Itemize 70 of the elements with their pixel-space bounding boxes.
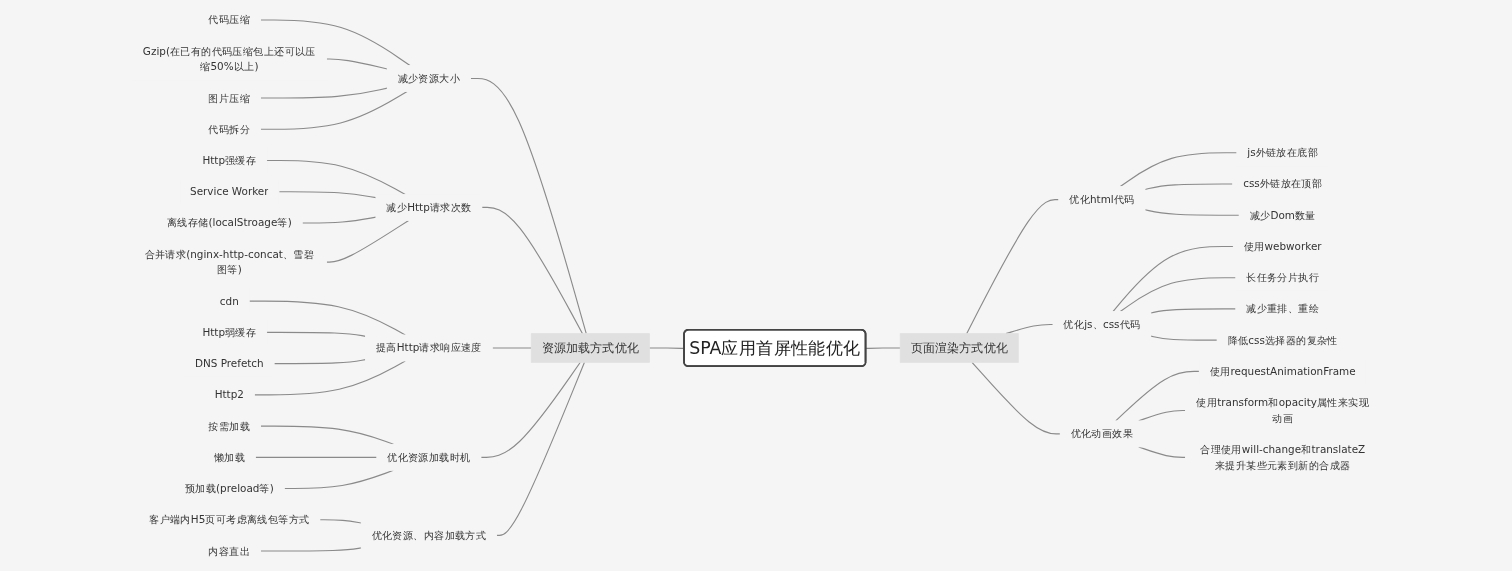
connector (325, 219, 410, 263)
node-text: 合理使用will-change和translateZ来提升某些元素到新的合成器 (1200, 443, 1366, 472)
node-text: 优化动画效果 (1070, 427, 1134, 440)
node-text: Http弱缓存 (202, 326, 257, 339)
connector (260, 547, 362, 552)
node-text: DNS Prefetch (194, 357, 264, 370)
node-text: css外链放在顶部 (1243, 177, 1323, 191)
node-box: 页面渲染方式优化 (899, 333, 1019, 363)
node-text: Http强缓存 (202, 154, 257, 167)
node-text: 优化资源加载时机 (387, 451, 471, 464)
node-text: 使用transform和opacity属性来实现动画 (1196, 396, 1369, 425)
node-text: 内容直出 (208, 544, 251, 558)
node-text: 减少Http请求次数 (386, 201, 472, 214)
node-text: 客户端内H5页可考虑离线包等方式 (149, 513, 310, 526)
node-box: 资源加载方式优化 (530, 333, 650, 363)
node-text: cdn (219, 295, 239, 308)
connector (301, 216, 377, 224)
node-text: Gzip(在已有的代码压缩包上还可以压缩50%以上) (142, 45, 316, 73)
node-text: 按需加载 (208, 420, 251, 433)
node-text: Http2 (214, 388, 244, 401)
node-text: 懒加载 (213, 451, 245, 464)
connector (491, 347, 532, 349)
connector (1115, 370, 1200, 422)
node-text: 使用webworker (1243, 240, 1322, 253)
connector (319, 519, 362, 524)
connector (865, 347, 901, 349)
connector (971, 361, 1061, 435)
connector (266, 159, 406, 195)
connector (273, 359, 367, 365)
connector (260, 19, 411, 67)
connector (1138, 446, 1187, 458)
node-text: 使用requestAnimationFrame (1209, 365, 1356, 378)
node-text: 合并请求(nginx-http-concat、雪碧图等) (144, 248, 315, 276)
connector (253, 360, 406, 396)
connector (325, 58, 388, 70)
node-text: 长任务分片执行 (1246, 271, 1320, 284)
connector (266, 331, 367, 337)
node-text: Service Worker (190, 185, 269, 198)
node-text: 减少资源大小 (397, 72, 461, 85)
connector (260, 91, 408, 130)
connector (254, 456, 378, 458)
connector (1150, 308, 1237, 314)
connector (260, 425, 395, 445)
connector (1119, 277, 1237, 313)
connector (1119, 152, 1238, 188)
connector (481, 206, 584, 335)
node-text: 离线存储(localStroage等) (166, 216, 292, 230)
node-text: 减少Dom数量 (1249, 209, 1316, 222)
node-text: 优化js、css代码 (1063, 318, 1141, 331)
node-text: 降低css选择器的复杂性 (1227, 334, 1338, 347)
connector (470, 77, 587, 335)
connector (1144, 209, 1240, 216)
connector (966, 199, 1060, 335)
node-text: 提高Http请求响应速度 (375, 341, 482, 355)
node-text: 图片压缩 (208, 91, 251, 105)
node-text: js外链放在底部 (1247, 146, 1319, 159)
connector (496, 361, 586, 536)
connector (1144, 183, 1234, 190)
connector (480, 361, 581, 458)
node-text: 优化html代码 (1069, 193, 1135, 206)
connector (248, 300, 406, 336)
connector (1150, 335, 1218, 341)
connector (1112, 245, 1234, 313)
connector (278, 191, 377, 199)
node-text: 优化资源、内容加载方式 (371, 529, 487, 542)
node-text: 预加载(preload等) (184, 482, 274, 495)
connector (260, 87, 388, 99)
node-text: 代码压缩 (208, 13, 251, 27)
node-text: 代码拆分 (208, 123, 251, 136)
node-text: 减少重排、重绘 (1246, 302, 1320, 315)
